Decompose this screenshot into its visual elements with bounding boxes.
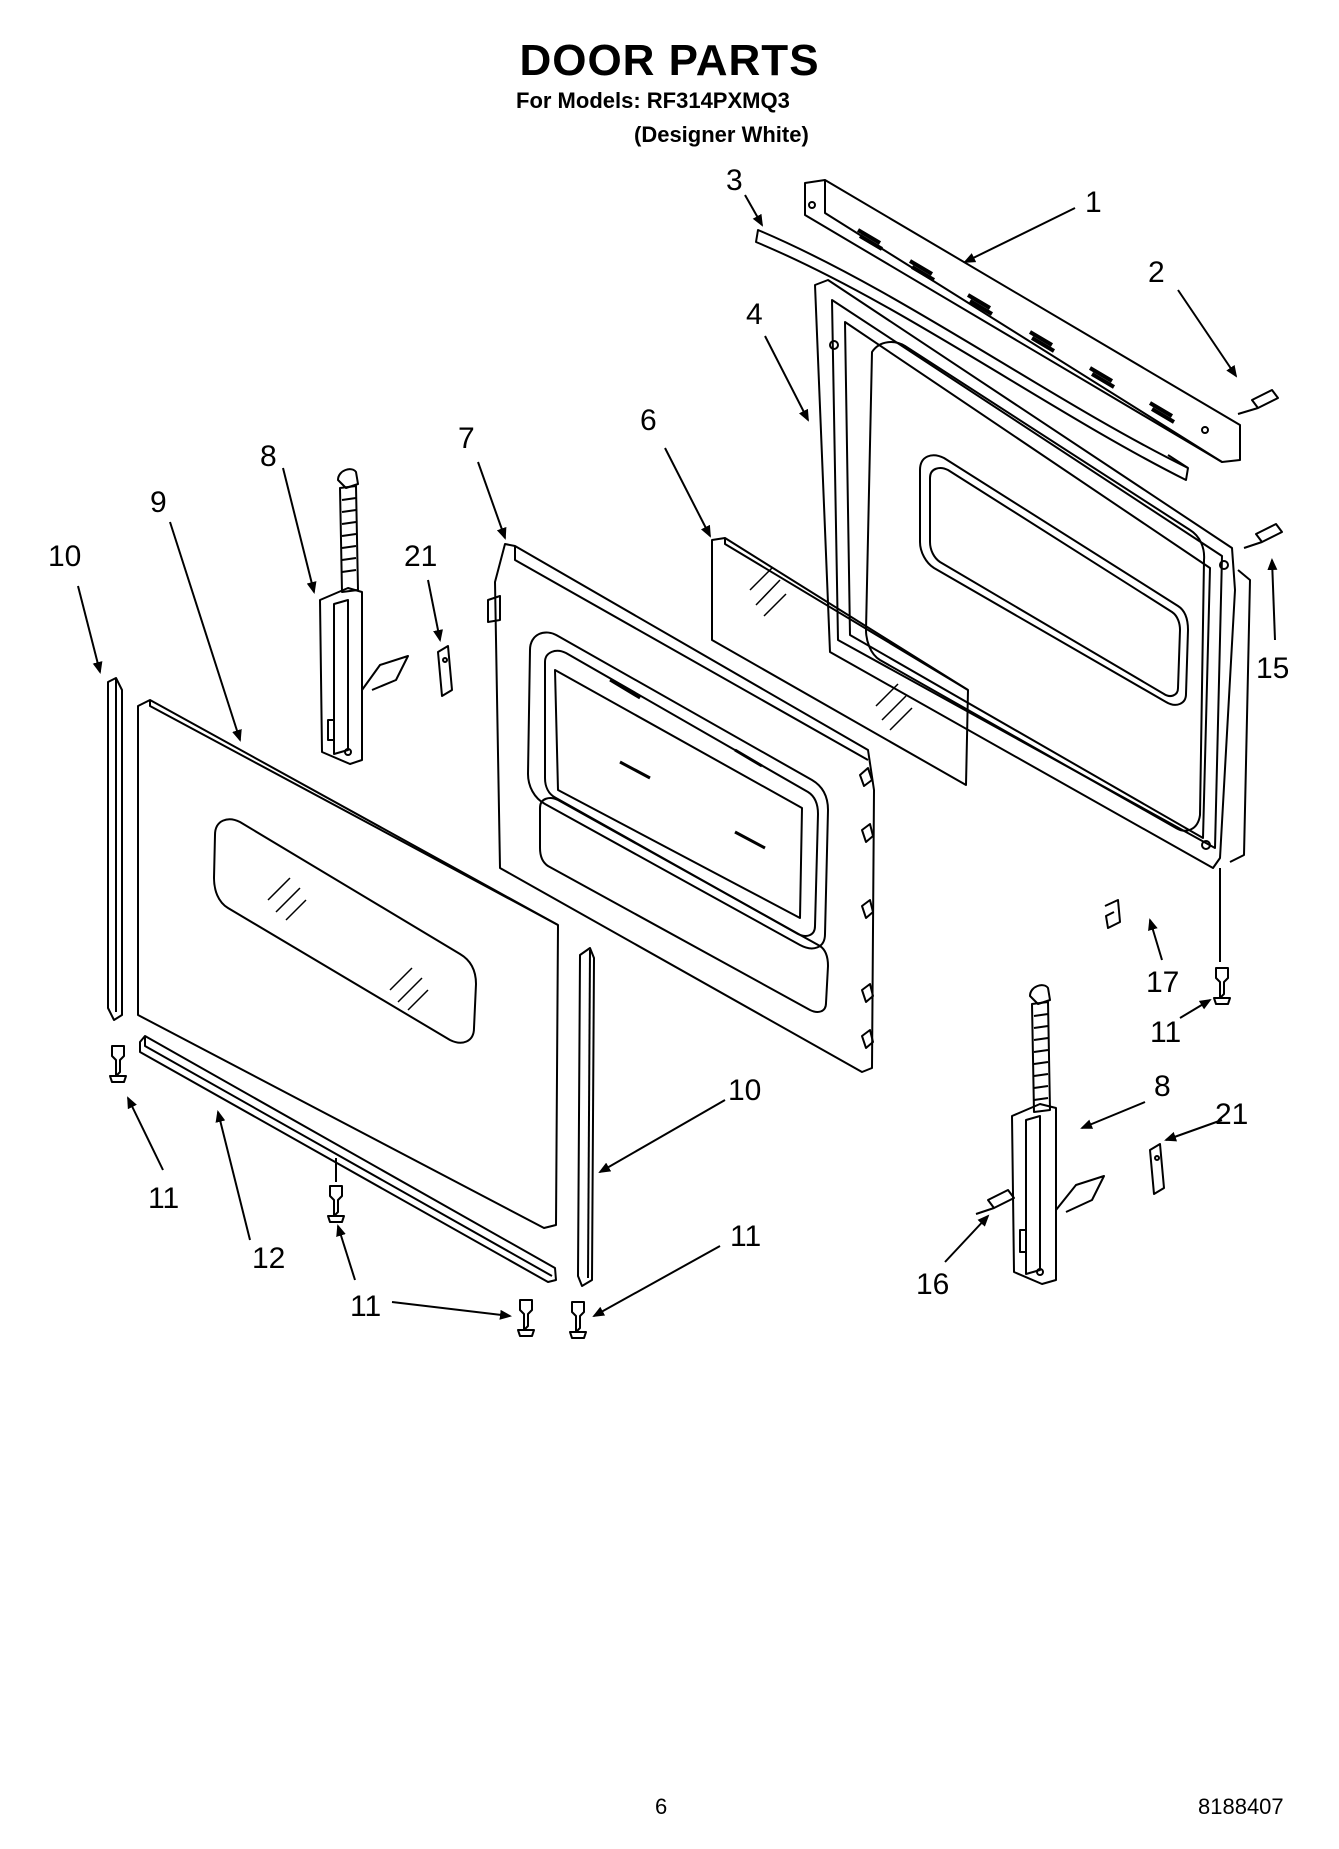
clip-part-21-lower	[1149, 1143, 1165, 1195]
callout-16: 16	[916, 1268, 949, 1301]
bottom-trim-part-12	[139, 1035, 557, 1283]
page-number: 6	[655, 1794, 668, 1819]
window-glass-part-6	[711, 537, 969, 786]
callout-2: 2	[1148, 256, 1165, 289]
callout-10-right: 10	[728, 1074, 761, 1107]
leader-stems	[335, 868, 1221, 1182]
hinge-part-8-lower	[1011, 984, 1105, 1285]
callout-11-center: 11	[730, 1220, 761, 1253]
screw-part-2	[1237, 389, 1279, 415]
callout-21-upper: 21	[404, 540, 437, 573]
leader-lines	[77, 194, 1278, 1320]
callout-labels: 1 2 3 4 6 7 8 9 10 21 15 17 11 8 21 10 1…	[48, 164, 1289, 1323]
callout-21-lower: 21	[1215, 1098, 1248, 1131]
outer-door-panel-part-9	[137, 699, 559, 1229]
screw-part-11-c	[517, 1299, 535, 1337]
callout-10-left: 10	[48, 540, 81, 573]
side-trim-part-10-left	[107, 677, 123, 1021]
callout-9: 9	[150, 486, 167, 519]
callout-11-left: 11	[148, 1182, 179, 1215]
callout-1: 1	[1085, 186, 1102, 219]
model-variant: (Designer White)	[634, 122, 809, 147]
models-line: For Models: RF314PXMQ3	[516, 88, 790, 113]
screw-part-11-d	[569, 1301, 587, 1339]
callout-7: 7	[458, 422, 475, 455]
callout-8-lower: 8	[1154, 1070, 1171, 1103]
clip-part-17	[1104, 899, 1121, 929]
vent-trim-part-1	[804, 179, 1241, 463]
callout-6: 6	[640, 404, 657, 437]
screw-part-11-a	[109, 1045, 127, 1083]
inner-door-panel-part-4	[814, 279, 1251, 869]
hinge-part-8-upper	[319, 468, 409, 765]
callout-4: 4	[746, 298, 763, 331]
screw-part-11-e	[1213, 967, 1231, 1005]
door-handle-part-3	[755, 229, 1189, 481]
callout-3: 3	[726, 164, 743, 197]
callout-17: 17	[1146, 966, 1179, 999]
callout-12: 12	[252, 1242, 285, 1275]
clip-part-21-upper	[437, 645, 453, 697]
callout-8-upper: 8	[260, 440, 277, 473]
screw-part-15	[1243, 523, 1283, 549]
callout-11-right: 11	[1150, 1016, 1181, 1049]
middle-door-panel-part-7	[487, 543, 875, 1073]
side-trim-part-10-right	[577, 947, 595, 1287]
callout-11-bottom: 11	[350, 1290, 381, 1323]
document-number: 8188407	[1198, 1794, 1284, 1819]
screw-part-11-b	[327, 1185, 345, 1223]
screw-part-16	[975, 1189, 1015, 1215]
page-title: DOOR PARTS	[519, 36, 820, 85]
callout-15: 15	[1256, 652, 1289, 685]
